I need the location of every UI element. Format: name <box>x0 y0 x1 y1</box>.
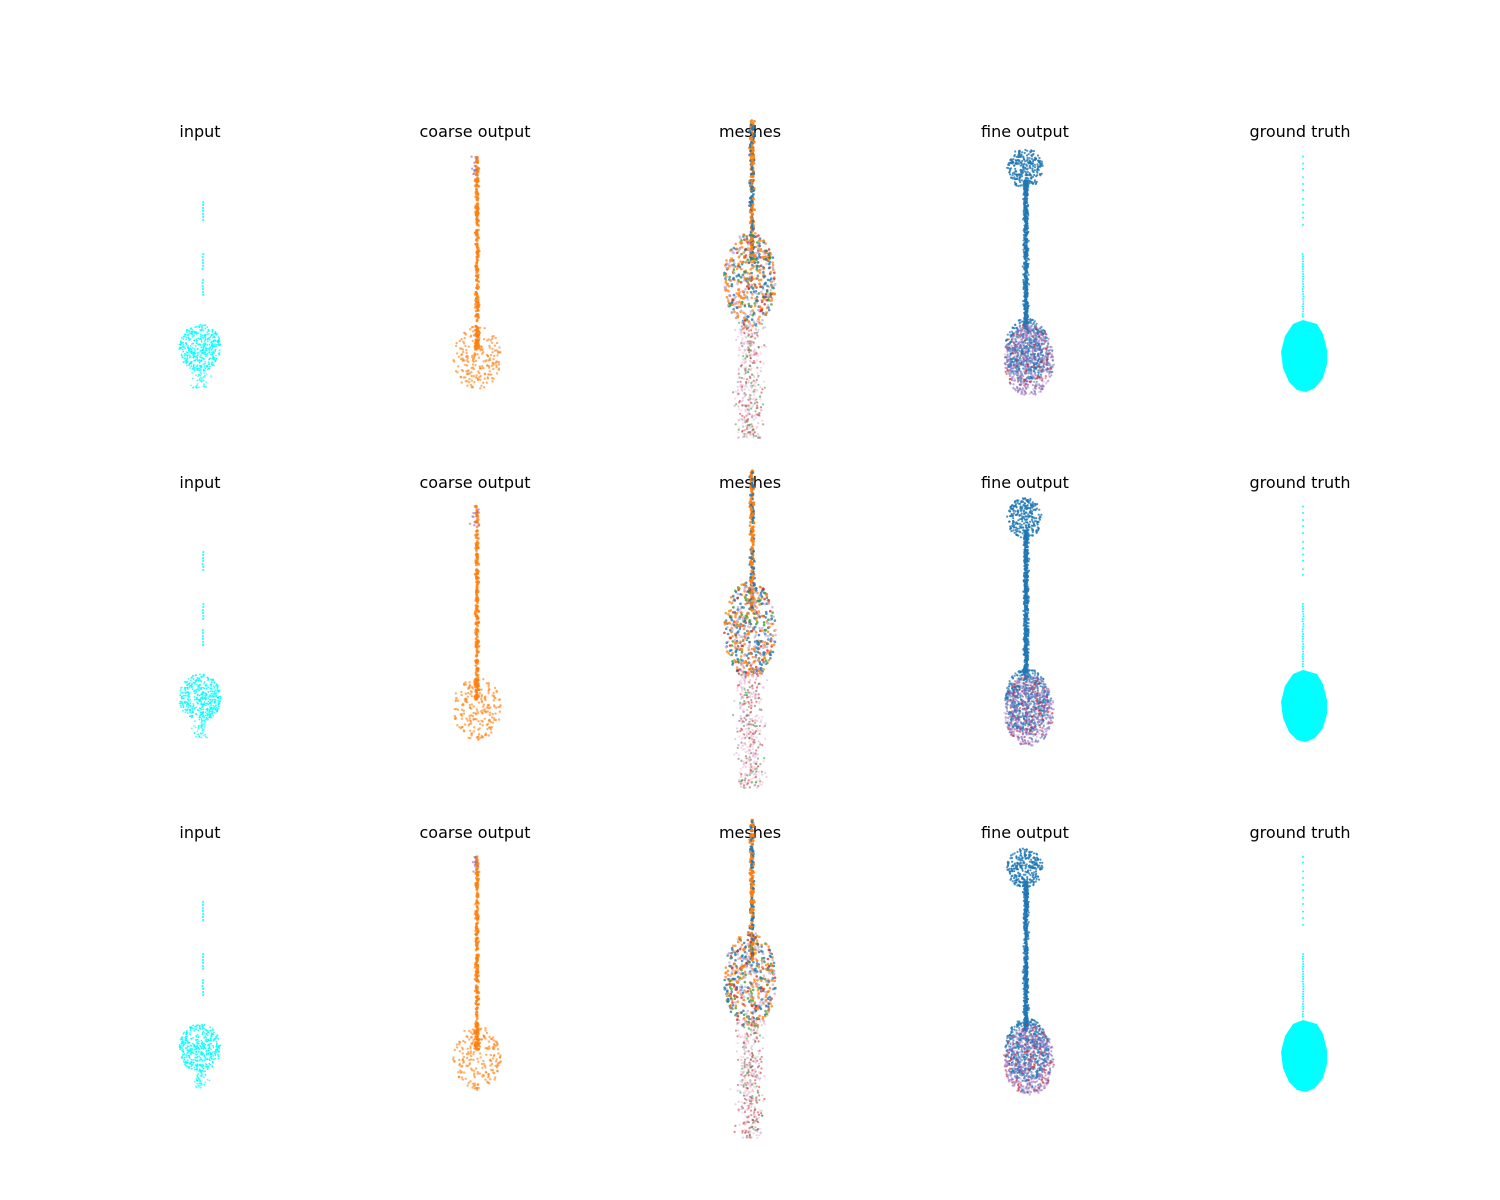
panel-title-r3-fine: fine output <box>981 823 1069 842</box>
input-point-cloud <box>178 550 222 739</box>
panel-title-r1-input: input <box>179 122 220 141</box>
panel-title-r3-coarse: coarse output <box>419 823 530 842</box>
ground-truth-point-cloud <box>1281 155 1327 392</box>
panel-title-r3-meshes: meshes <box>719 823 781 842</box>
panel-title-r1-fine: fine output <box>981 122 1069 141</box>
panel-title-r3-input: input <box>179 823 220 842</box>
input-point-cloud <box>178 200 222 389</box>
meshes-point-cloud <box>723 469 777 790</box>
fine-output-point-cloud <box>1003 148 1055 396</box>
panel-title-r2-truth: ground truth <box>1249 473 1350 492</box>
panel-title-r2-fine: fine output <box>981 473 1069 492</box>
meshes-point-cloud <box>723 119 777 439</box>
ground-truth-point-cloud <box>1281 855 1327 1092</box>
panel-title-r1-truth: ground truth <box>1249 122 1350 141</box>
coarse-output-point-cloud <box>452 155 502 390</box>
fine-output-point-cloud <box>1003 847 1055 1096</box>
fine-output-point-cloud <box>1003 497 1055 747</box>
input-point-cloud <box>178 900 222 1089</box>
meshes-point-cloud <box>723 818 777 1140</box>
panel-title-r3-truth: ground truth <box>1249 823 1350 842</box>
panel-title-r2-input: input <box>179 473 220 492</box>
ground-truth-point-cloud <box>1281 505 1327 742</box>
coarse-output-point-cloud <box>453 504 502 741</box>
panel-title-r1-coarse: coarse output <box>419 122 530 141</box>
coarse-output-point-cloud <box>451 855 502 1092</box>
panel-title-r2-coarse: coarse output <box>419 473 530 492</box>
